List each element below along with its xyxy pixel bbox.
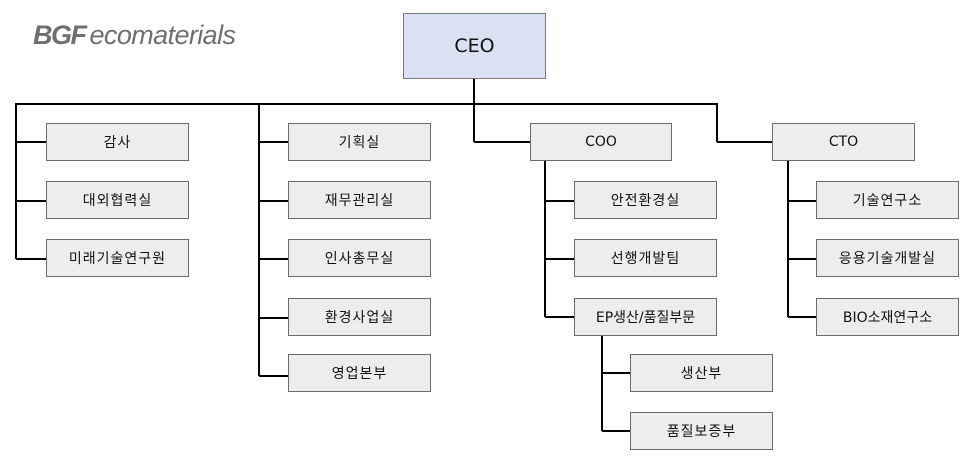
node-finance: 재무관리실: [288, 181, 431, 219]
node-environment-business: 환경사업실: [288, 298, 431, 336]
node-ep-production-quality: EP생산/품질부문: [574, 298, 717, 336]
node-future-tech-institute: 미래기술연구원: [46, 239, 189, 277]
node-external-relations: 대외협력실: [46, 181, 189, 219]
node-coo: COO: [530, 123, 672, 161]
node-hr-general-affairs: 인사총무실: [288, 239, 431, 277]
node-safety-environment: 안전환경실: [574, 181, 717, 219]
node-quality-assurance: 품질보증부: [630, 412, 773, 450]
node-bio-materials-lab: BIO소재연구소: [816, 298, 959, 336]
node-advanced-development: 선행개발팀: [574, 239, 717, 277]
node-sales: 영업본부: [288, 354, 431, 392]
logo-mark: BGF: [33, 20, 87, 50]
node-audit: 감사: [46, 123, 189, 161]
company-logo: BGF ecomaterials: [33, 20, 236, 56]
node-cto: CTO: [772, 123, 915, 161]
node-planning: 기획실: [288, 123, 431, 161]
node-applied-tech-development: 응용기술개발실: [816, 239, 959, 277]
node-production: 생산부: [630, 354, 773, 392]
node-tech-research-lab: 기술연구소: [816, 181, 959, 219]
logo-wordmark: ecomaterials: [89, 20, 236, 50]
node-ceo: CEO: [403, 13, 546, 79]
